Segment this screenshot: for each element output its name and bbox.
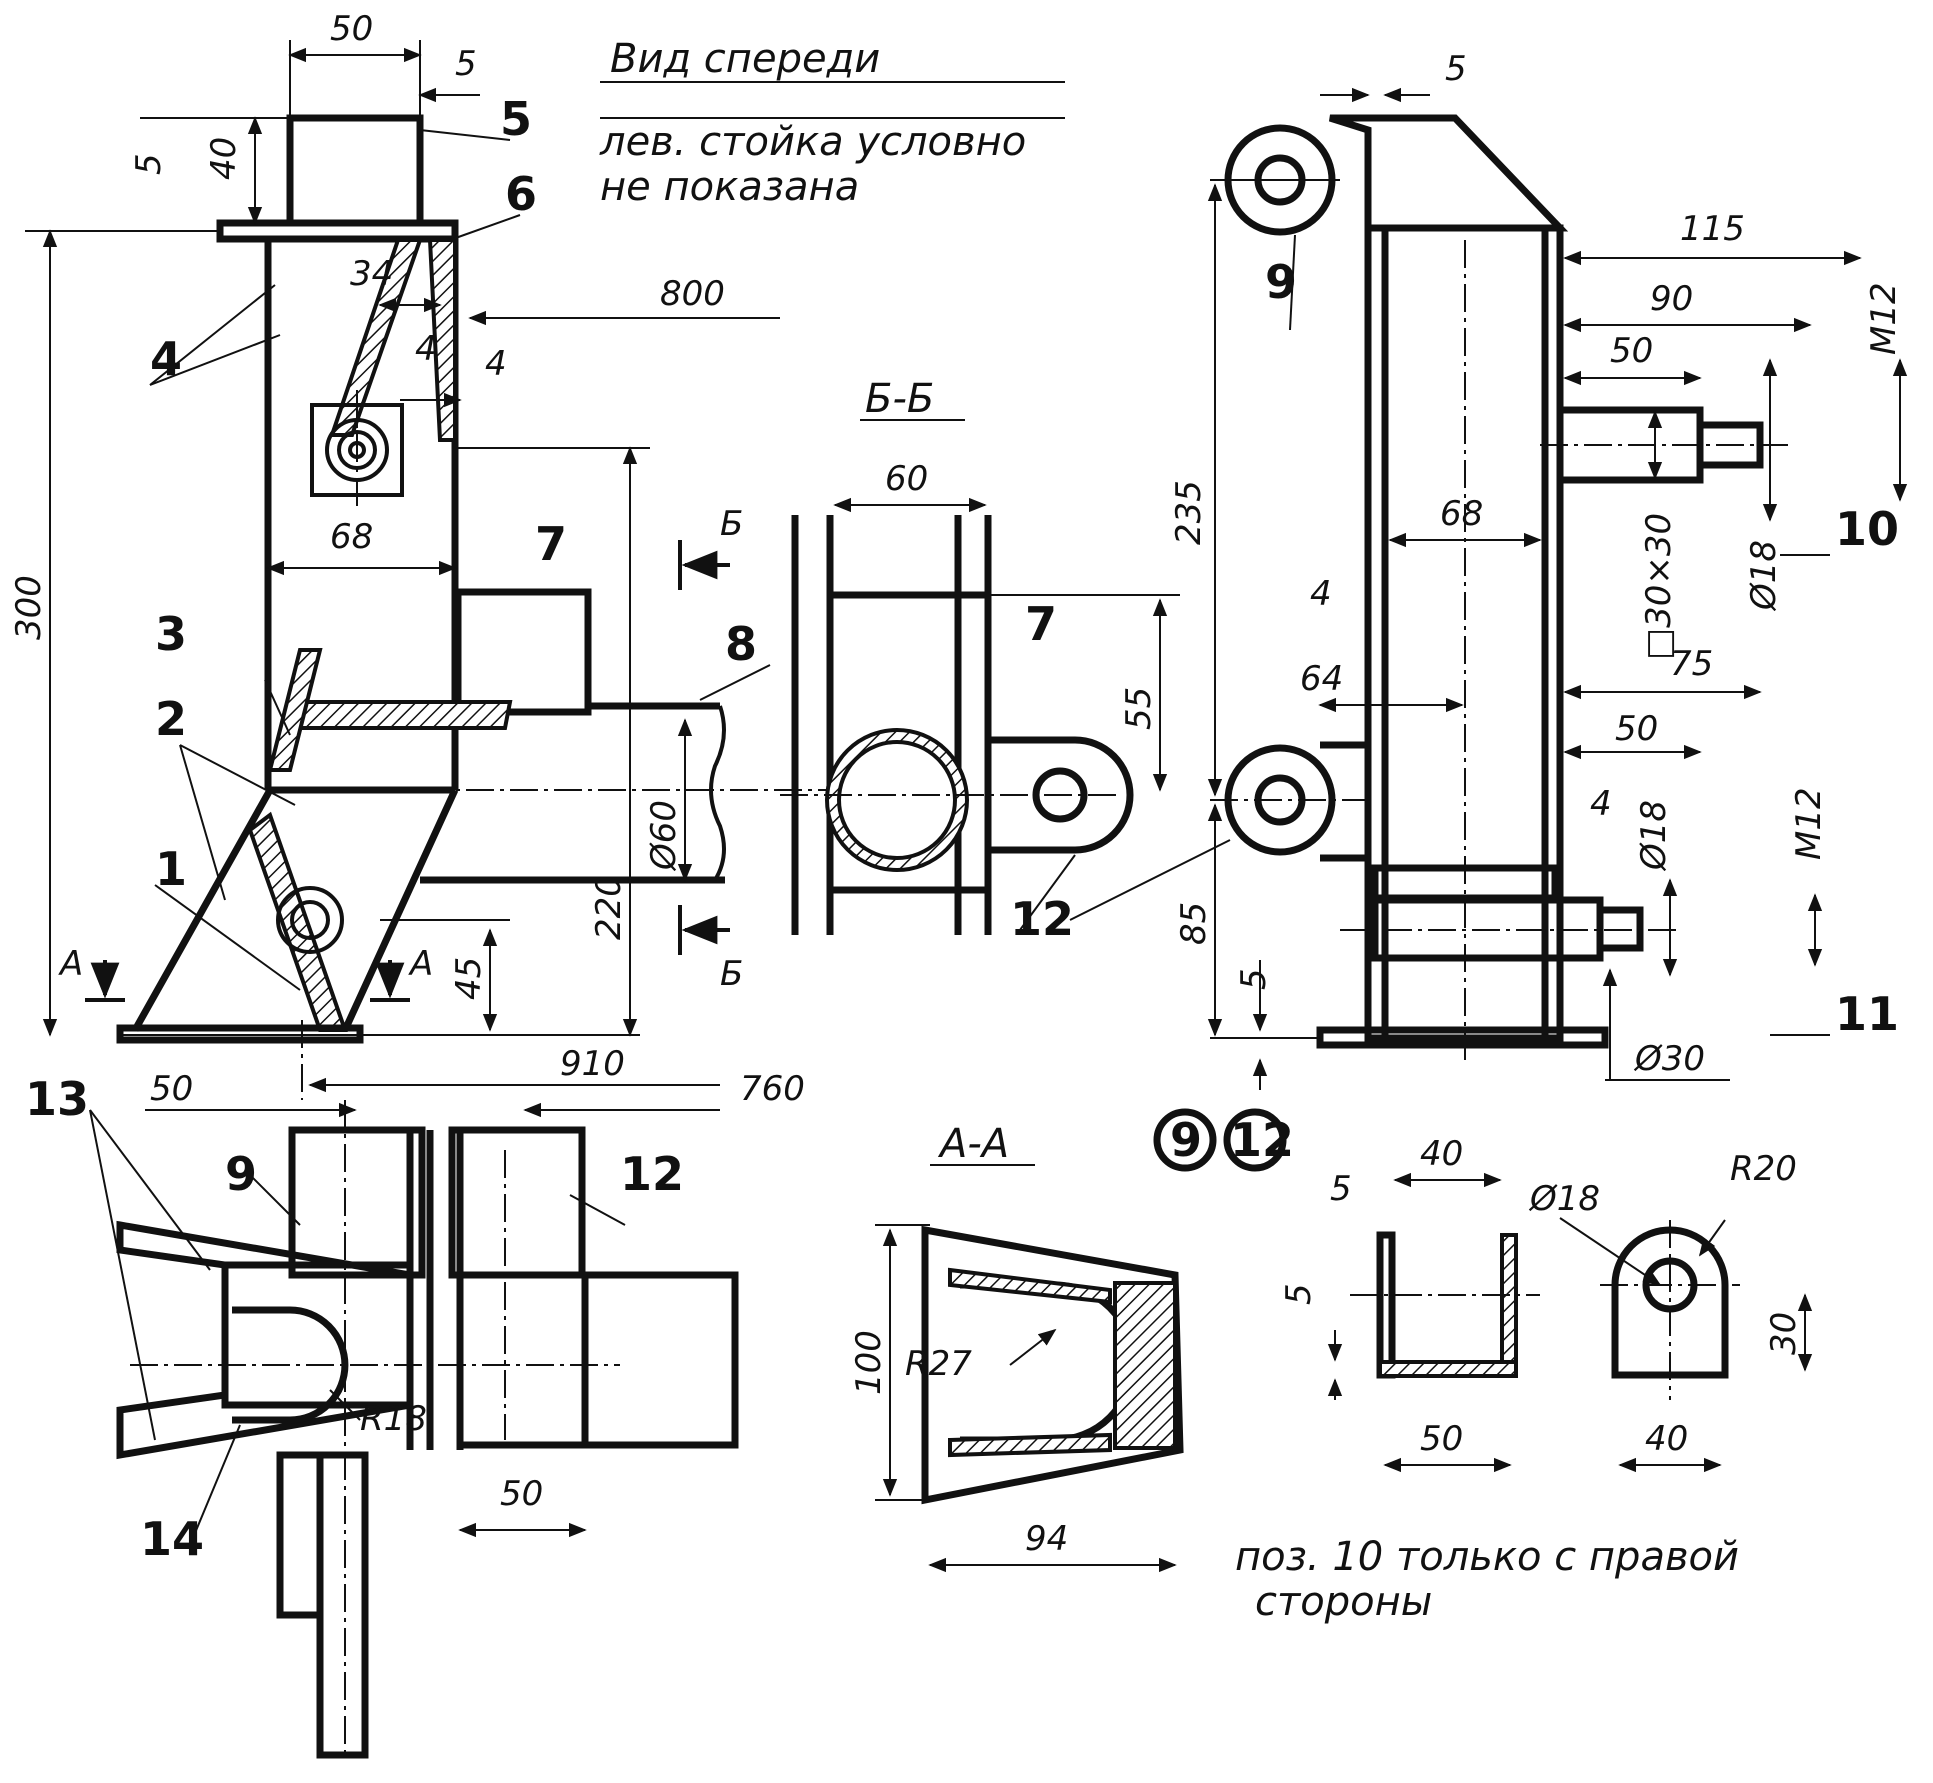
dim-68: 68 bbox=[330, 517, 373, 557]
dim-side-dia30: Ø30 bbox=[1633, 1039, 1705, 1079]
section-aa-title: А-А bbox=[937, 1121, 1009, 1167]
dim-detail-5b: 5 bbox=[1279, 1283, 1319, 1305]
side-dim-lines bbox=[1069, 87, 1908, 1090]
section-a-marker-left: А bbox=[58, 944, 83, 984]
part-number-12-bb: 12 bbox=[1010, 892, 1074, 946]
dim-5-top: 5 bbox=[455, 44, 477, 84]
part-number-8: 8 bbox=[725, 617, 757, 671]
front-view-title: Вид спереди bbox=[610, 36, 880, 82]
dim-910: 910 bbox=[560, 1044, 625, 1084]
part-number-6: 6 bbox=[505, 167, 537, 221]
section-aa bbox=[875, 1164, 1184, 1573]
dim-aa-r27: R27 bbox=[905, 1344, 972, 1384]
dim-side-m12a: M12 bbox=[1864, 282, 1904, 355]
dim-side-dia18a: Ø18 bbox=[1744, 540, 1784, 612]
dim-50-top: 50 bbox=[330, 9, 373, 49]
dim-4a: 4 bbox=[415, 329, 437, 369]
dim-60-dia: Ø60 bbox=[644, 800, 684, 872]
dim-40: 40 bbox=[204, 137, 244, 180]
dim-side-m12b: M12 bbox=[1789, 787, 1829, 860]
dim-side-50b: 50 bbox=[1615, 709, 1658, 749]
dim-detail-dia18: Ø18 bbox=[1528, 1179, 1600, 1219]
part-number-9-side: 9 bbox=[1265, 255, 1297, 309]
dim-300: 300 bbox=[9, 575, 49, 640]
section-b-marker-top: Б bbox=[720, 504, 743, 544]
part-number-9-plan: 9 bbox=[225, 1147, 257, 1201]
dim-220: 220 bbox=[589, 875, 629, 940]
section-bb-title: Б-Б bbox=[865, 376, 934, 422]
dim-800: 800 bbox=[660, 274, 725, 314]
dim-760: 760 bbox=[740, 1069, 805, 1109]
part-number-7-bb: 7 bbox=[1025, 597, 1057, 651]
part-number-11: 11 bbox=[1835, 987, 1899, 1041]
dim-side-75: 75 bbox=[1670, 644, 1713, 684]
dim-50-plan-2: 50 bbox=[500, 1474, 543, 1514]
dim-side-64: 64 bbox=[1300, 659, 1343, 699]
dim-detail-50: 50 bbox=[1420, 1419, 1463, 1459]
dim-45: 45 bbox=[449, 957, 489, 1000]
circled-part-9: 9 bbox=[1170, 1113, 1202, 1167]
detail-9-12 bbox=[1153, 1108, 1813, 1473]
dim-5-left: 5 bbox=[129, 153, 169, 175]
dim-side-sq30: □30×30 bbox=[1639, 513, 1679, 660]
dim-detail-40b: 40 bbox=[1645, 1419, 1688, 1459]
front-view bbox=[116, 114, 910, 1100]
dim-side-85: 85 bbox=[1174, 902, 1214, 945]
dim-side-5: 5 bbox=[1445, 49, 1467, 89]
dim-detail-40: 40 bbox=[1420, 1134, 1463, 1174]
front-dim-lines bbox=[25, 40, 1065, 1037]
dim-detail-30: 30 bbox=[1764, 1312, 1804, 1355]
dim-aa-100: 100 bbox=[849, 1330, 889, 1395]
dim-side-50a: 50 bbox=[1610, 331, 1653, 371]
section-a-marker-right: А bbox=[408, 944, 433, 984]
part-number-2: 2 bbox=[155, 692, 187, 746]
part-number-4: 4 bbox=[150, 332, 182, 386]
plan-view bbox=[116, 1100, 739, 1760]
dim-side-4a: 4 bbox=[1310, 574, 1332, 614]
part-number-5: 5 bbox=[500, 92, 532, 146]
dim-side-90: 90 bbox=[1650, 279, 1693, 319]
dim-50-plan: 50 bbox=[150, 1069, 193, 1109]
plan-dim-lines bbox=[89, 1077, 720, 1546]
part-number-1: 1 bbox=[155, 842, 187, 896]
front-view-note-1: лев. стойка условно bbox=[599, 119, 1026, 165]
dim-side-5b: 5 bbox=[1234, 968, 1274, 990]
part-number-7: 7 bbox=[535, 517, 567, 571]
dim-34: 34 bbox=[350, 254, 393, 294]
section-bb bbox=[780, 419, 1180, 935]
part-number-14: 14 bbox=[140, 1512, 204, 1566]
dim-side-115: 115 bbox=[1680, 209, 1745, 249]
part-number-10: 10 bbox=[1835, 502, 1899, 556]
dim-bb-60: 60 bbox=[885, 459, 928, 499]
dim-4b: 4 bbox=[485, 344, 507, 384]
pos10-note-2: стороны bbox=[1255, 1579, 1432, 1625]
dim-side-235: 235 bbox=[1169, 480, 1209, 545]
dim-r18: R18 bbox=[360, 1399, 427, 1439]
pos10-note-1: поз. 10 только с правой bbox=[1235, 1534, 1739, 1580]
section-b-marker-bottom: Б bbox=[720, 954, 743, 994]
dim-side-68: 68 bbox=[1440, 494, 1483, 534]
part-number-12-plan: 12 bbox=[620, 1147, 684, 1201]
dim-detail-r20: R20 bbox=[1730, 1149, 1797, 1189]
dim-aa-94: 94 bbox=[1025, 1519, 1068, 1559]
part-number-3: 3 bbox=[155, 607, 187, 661]
dim-side-dia18b: Ø18 bbox=[1634, 800, 1674, 872]
part-number-13: 13 bbox=[25, 1072, 89, 1126]
dim-side-4b: 4 bbox=[1590, 784, 1612, 824]
circled-part-12: 12 bbox=[1230, 1113, 1294, 1167]
dim-detail-5a: 5 bbox=[1330, 1169, 1352, 1209]
dim-bb-55: 55 bbox=[1119, 687, 1159, 730]
front-view-note-2: не показана bbox=[600, 164, 859, 210]
